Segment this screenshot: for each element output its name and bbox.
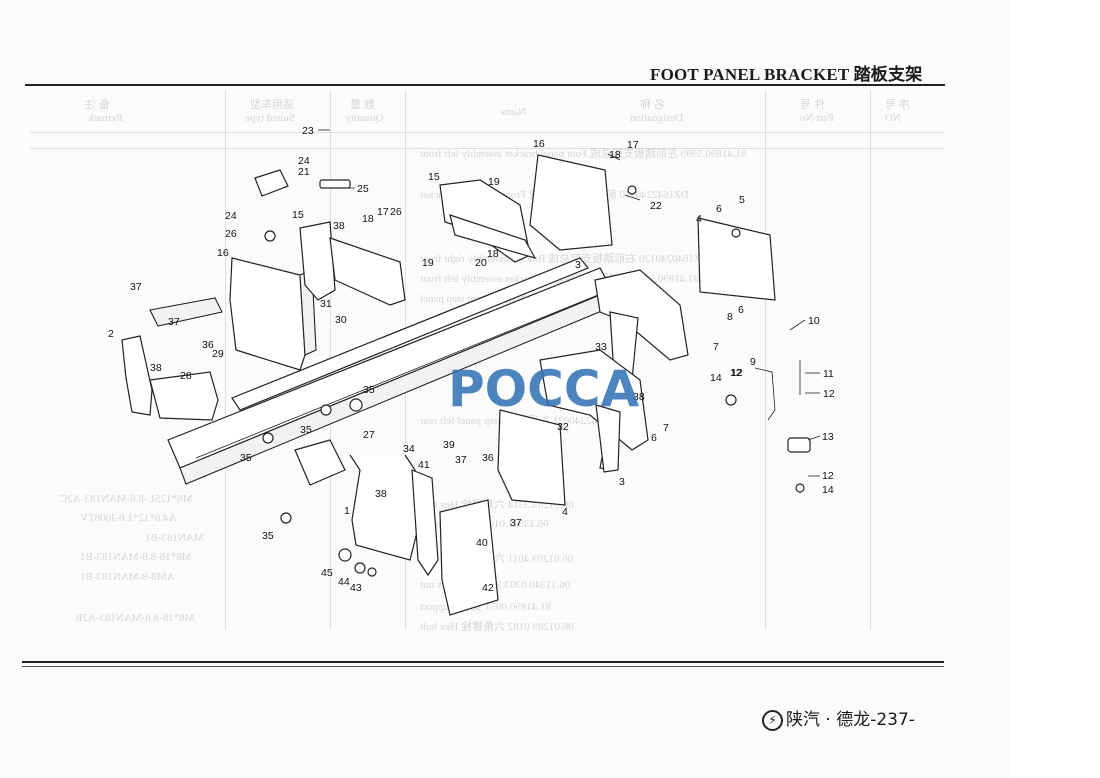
- callout: 12: [822, 470, 834, 482]
- callout: 33: [595, 341, 607, 353]
- callout: 39: [443, 439, 455, 451]
- foot-panel-lower-42: [439, 499, 499, 616]
- callout: 24: [298, 155, 310, 167]
- frame-rail: [167, 257, 617, 485]
- callout: 18: [362, 213, 374, 225]
- fasteners: [262, 185, 805, 577]
- hanger-right-9: [754, 360, 811, 453]
- callout: 7: [663, 422, 669, 434]
- callout: 35: [300, 424, 312, 436]
- callout: 5: [739, 194, 745, 206]
- pad-plate: [254, 169, 351, 197]
- callout: 36: [482, 452, 494, 464]
- callout: 29: [212, 348, 224, 360]
- exploded-parts-diagram: 23 24 21 25 24 26 15 38 18 17 26 16 17 1…: [108, 125, 835, 616]
- callout: 32: [557, 421, 569, 433]
- callout: 41: [418, 459, 430, 471]
- callout: 4: [696, 213, 702, 225]
- callout: 24: [225, 210, 237, 222]
- callout: 20: [475, 257, 487, 269]
- callout: 14: [710, 372, 722, 384]
- watermark-text: POCCA: [448, 360, 640, 418]
- callout: 38: [150, 362, 162, 374]
- foot-panel-middle-4: [497, 409, 566, 506]
- callout: 26: [390, 206, 402, 218]
- callout: 18: [487, 248, 499, 260]
- callout: 6: [651, 432, 657, 444]
- callout: 16: [217, 247, 229, 259]
- callout: 45: [321, 567, 333, 579]
- callout: 2: [108, 328, 114, 340]
- footer-rule: [22, 661, 944, 663]
- callout: 17: [377, 206, 389, 218]
- bracket-middle-3: [539, 349, 649, 473]
- callout: 38: [375, 488, 387, 500]
- callout: 8: [727, 311, 733, 323]
- callout: 35: [363, 384, 375, 396]
- callout: 25: [357, 183, 369, 195]
- callout: 9: [750, 356, 756, 368]
- leader-lines: [318, 129, 821, 477]
- callout: 36: [202, 339, 214, 351]
- page-margin: [1010, 0, 1100, 778]
- callout: 11: [823, 368, 834, 380]
- callout: 17: [627, 139, 639, 151]
- callout: 35: [262, 530, 274, 542]
- callout: 30: [335, 314, 347, 326]
- callout: 43: [350, 582, 362, 594]
- callout: 16: [533, 138, 545, 150]
- callout: 18: [609, 149, 621, 161]
- page-title: FOOT PANEL BRACKET 踏板支架: [650, 65, 923, 84]
- callout: 44: [338, 576, 350, 588]
- shaanxi-logo-icon: ⚡: [762, 709, 783, 731]
- callout: 4: [562, 506, 568, 518]
- callout: 40: [476, 537, 488, 549]
- callout: 38: [333, 220, 345, 232]
- footer-text: 陕汽 · 德龙-237-: [786, 710, 915, 730]
- callout: 27: [363, 429, 375, 441]
- callout: 28: [180, 370, 192, 382]
- callout: 7: [713, 341, 719, 353]
- pocca-watermark: POCCA: [448, 360, 640, 418]
- callout: 37: [510, 517, 522, 529]
- callout-labels: 23 24 21 25 24 26 15 38 18 17 26 16 17 1…: [108, 125, 835, 594]
- callout: 31: [320, 298, 332, 310]
- footer-rule-thin: [22, 666, 944, 667]
- callout: 26: [225, 228, 237, 240]
- callout: 23: [302, 125, 314, 137]
- callout: 37: [455, 454, 467, 466]
- callout: 37: [168, 316, 180, 328]
- callout: 6: [716, 203, 722, 215]
- callout: 14: [822, 484, 834, 496]
- callout: 38: [633, 391, 645, 403]
- callout: 6: [738, 304, 744, 316]
- callout: 10: [808, 315, 820, 327]
- callout: 42: [482, 582, 494, 594]
- foot-panel-left-16: [229, 257, 317, 371]
- callout: 12: [730, 367, 742, 379]
- bracket-upper-left-15: [299, 221, 406, 306]
- callout: 12: [731, 367, 743, 379]
- bracket-left-2: [121, 297, 223, 421]
- callout: 3: [619, 476, 625, 488]
- callout: 21: [298, 166, 310, 178]
- callout: 1: [344, 505, 350, 517]
- callout: 15: [292, 209, 304, 221]
- callout: 19: [488, 176, 500, 188]
- callout: 15: [428, 171, 440, 183]
- bracket-upper-right: [439, 154, 613, 263]
- callout: 13: [822, 431, 834, 443]
- callout: 22: [650, 200, 662, 212]
- step-ladder-1: [294, 439, 439, 577]
- callout: 19: [422, 257, 434, 269]
- page-footer: ⚡陕汽 · 德龙-237-: [762, 705, 915, 731]
- callout: 12: [823, 388, 835, 400]
- header-rule: [25, 84, 945, 86]
- callout: 3: [575, 259, 581, 271]
- callout: 37: [130, 281, 142, 293]
- callout: 35: [240, 452, 252, 464]
- callout: 34: [403, 443, 415, 455]
